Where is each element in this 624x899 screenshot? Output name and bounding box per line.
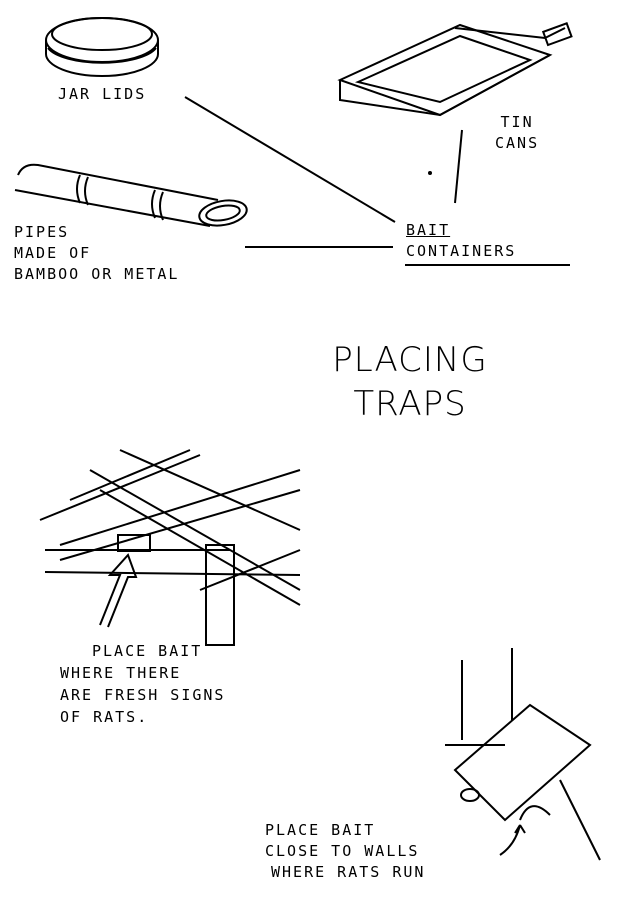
label-line: PLACE BAIT: [265, 821, 376, 839]
label-line: BAMBOO OR METAL: [14, 265, 180, 283]
label-line: CLOSE TO WALLS: [265, 842, 420, 860]
pipe-drawing: [14, 163, 248, 227]
label-line: PLACE BAIT: [92, 642, 203, 660]
tin-can-drawing: [337, 22, 573, 117]
label-line: TIN: [500, 113, 534, 131]
label-line: WHERE THERE: [60, 664, 182, 682]
label-bait-containers: BAIT CONTAINERS: [406, 220, 516, 262]
label-line: CANS: [495, 134, 540, 152]
label-tin-cans: TIN CANS: [495, 112, 539, 154]
jar-lid-drawing: [45, 17, 159, 77]
label-pipes: PIPES MADE OF BAMBOO OR METAL: [14, 222, 179, 285]
connector-lines: [184, 96, 570, 266]
label-line: WHERE RATS RUN: [271, 863, 426, 881]
label-line: OF RATS.: [60, 708, 149, 726]
label-line: CONTAINERS: [406, 242, 517, 260]
wall-board-drawing: [445, 648, 601, 861]
title-line: TRAPS: [353, 384, 467, 424]
label-line: PIPES: [14, 223, 70, 241]
label-line: ARE FRESH SIGNS: [60, 686, 226, 704]
label-line: BAIT: [406, 221, 451, 239]
label-place-bait-walls: PLACE BAIT CLOSE TO WALLS WHERE RATS RUN: [265, 820, 425, 883]
roof-beams-drawing: [39, 449, 301, 646]
label-place-bait-signs: PLACE BAIT WHERE THERE ARE FRESH SIGNS OF R…: [60, 640, 225, 728]
label-line: MADE OF: [14, 244, 92, 262]
title-line: PLACING: [332, 340, 488, 380]
label-jar-lids: JAR LIDS: [58, 85, 147, 103]
